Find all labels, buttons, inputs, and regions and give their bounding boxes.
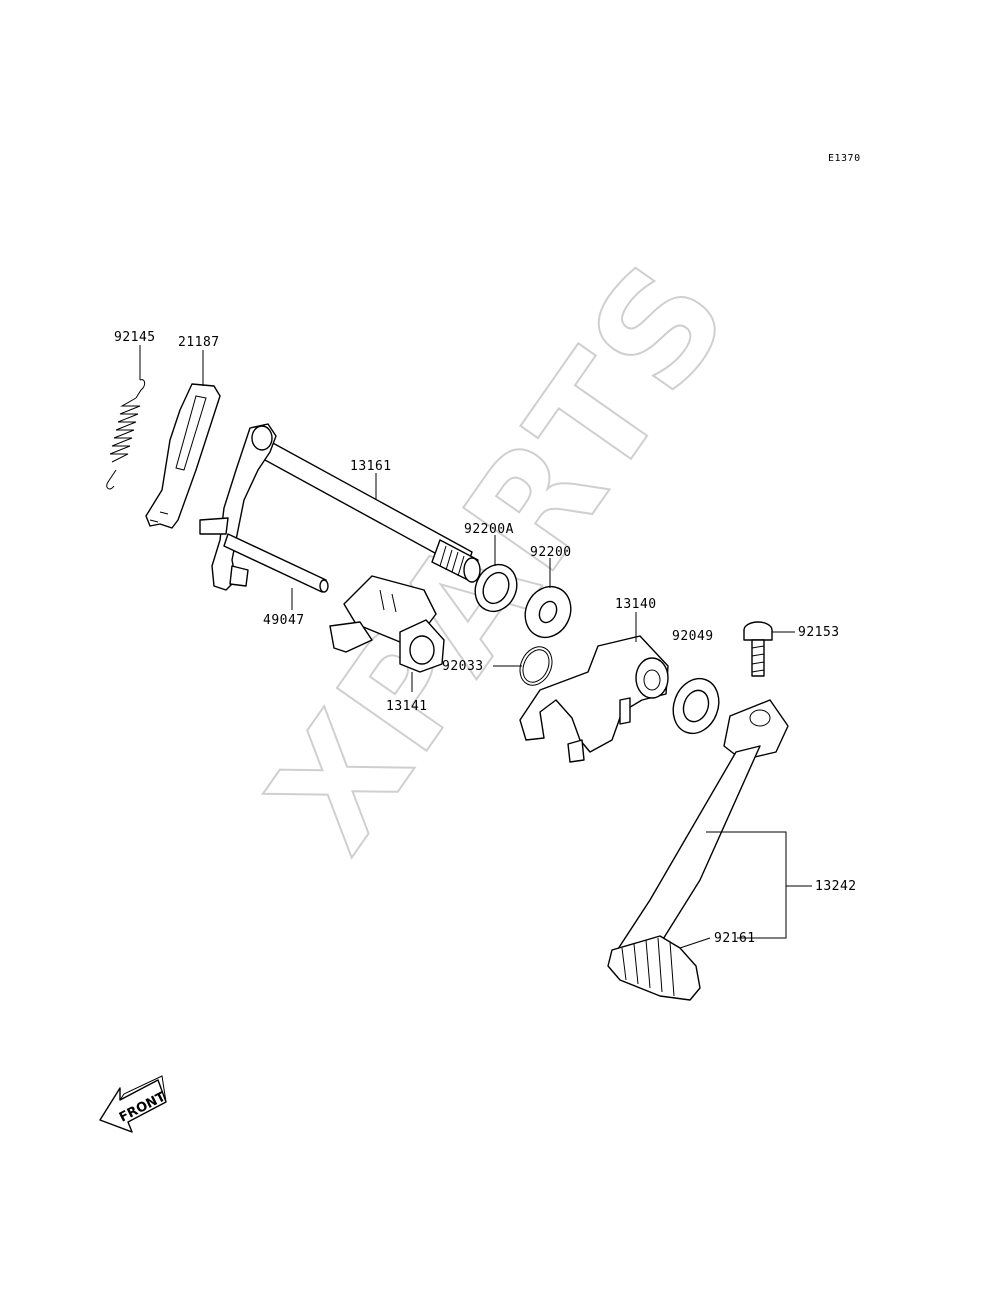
washer-92200A xyxy=(474,563,518,613)
label-49047: 49047 xyxy=(263,613,305,628)
shift-arm-13140 xyxy=(519,635,669,763)
cam-13141 xyxy=(329,575,445,673)
diagram-code: E1370 xyxy=(828,153,861,164)
label-21187: 21187 xyxy=(178,335,220,350)
label-13242: 13242 xyxy=(815,879,857,894)
front-arrow-icon: FRONT xyxy=(99,1075,168,1133)
label-92049: 92049 xyxy=(672,629,714,644)
label-92161: 92161 xyxy=(714,931,756,946)
watermark-text: XPARTS xyxy=(237,231,764,880)
label-13161: 13161 xyxy=(350,459,392,474)
label-92200: 92200 xyxy=(530,545,572,560)
watermark: XPARTS xyxy=(236,230,765,881)
shaft-13161 xyxy=(199,423,481,593)
label-92033: 92033 xyxy=(442,659,484,674)
shift-pedal-13242 xyxy=(607,699,789,1001)
label-13141: 13141 xyxy=(386,699,428,714)
circlip-92033 xyxy=(519,646,553,686)
label-92153: 92153 xyxy=(798,625,840,640)
label-92145: 92145 xyxy=(114,330,156,345)
oil-seal-92049 xyxy=(672,677,720,735)
washer-92200 xyxy=(524,585,572,639)
bolt-92153 xyxy=(743,621,773,677)
plate-21187 xyxy=(145,383,221,529)
leader-lines xyxy=(139,345,812,949)
label-92200A: 92200A xyxy=(464,522,514,537)
spring-92145 xyxy=(106,379,146,490)
label-13140: 13140 xyxy=(615,597,657,612)
